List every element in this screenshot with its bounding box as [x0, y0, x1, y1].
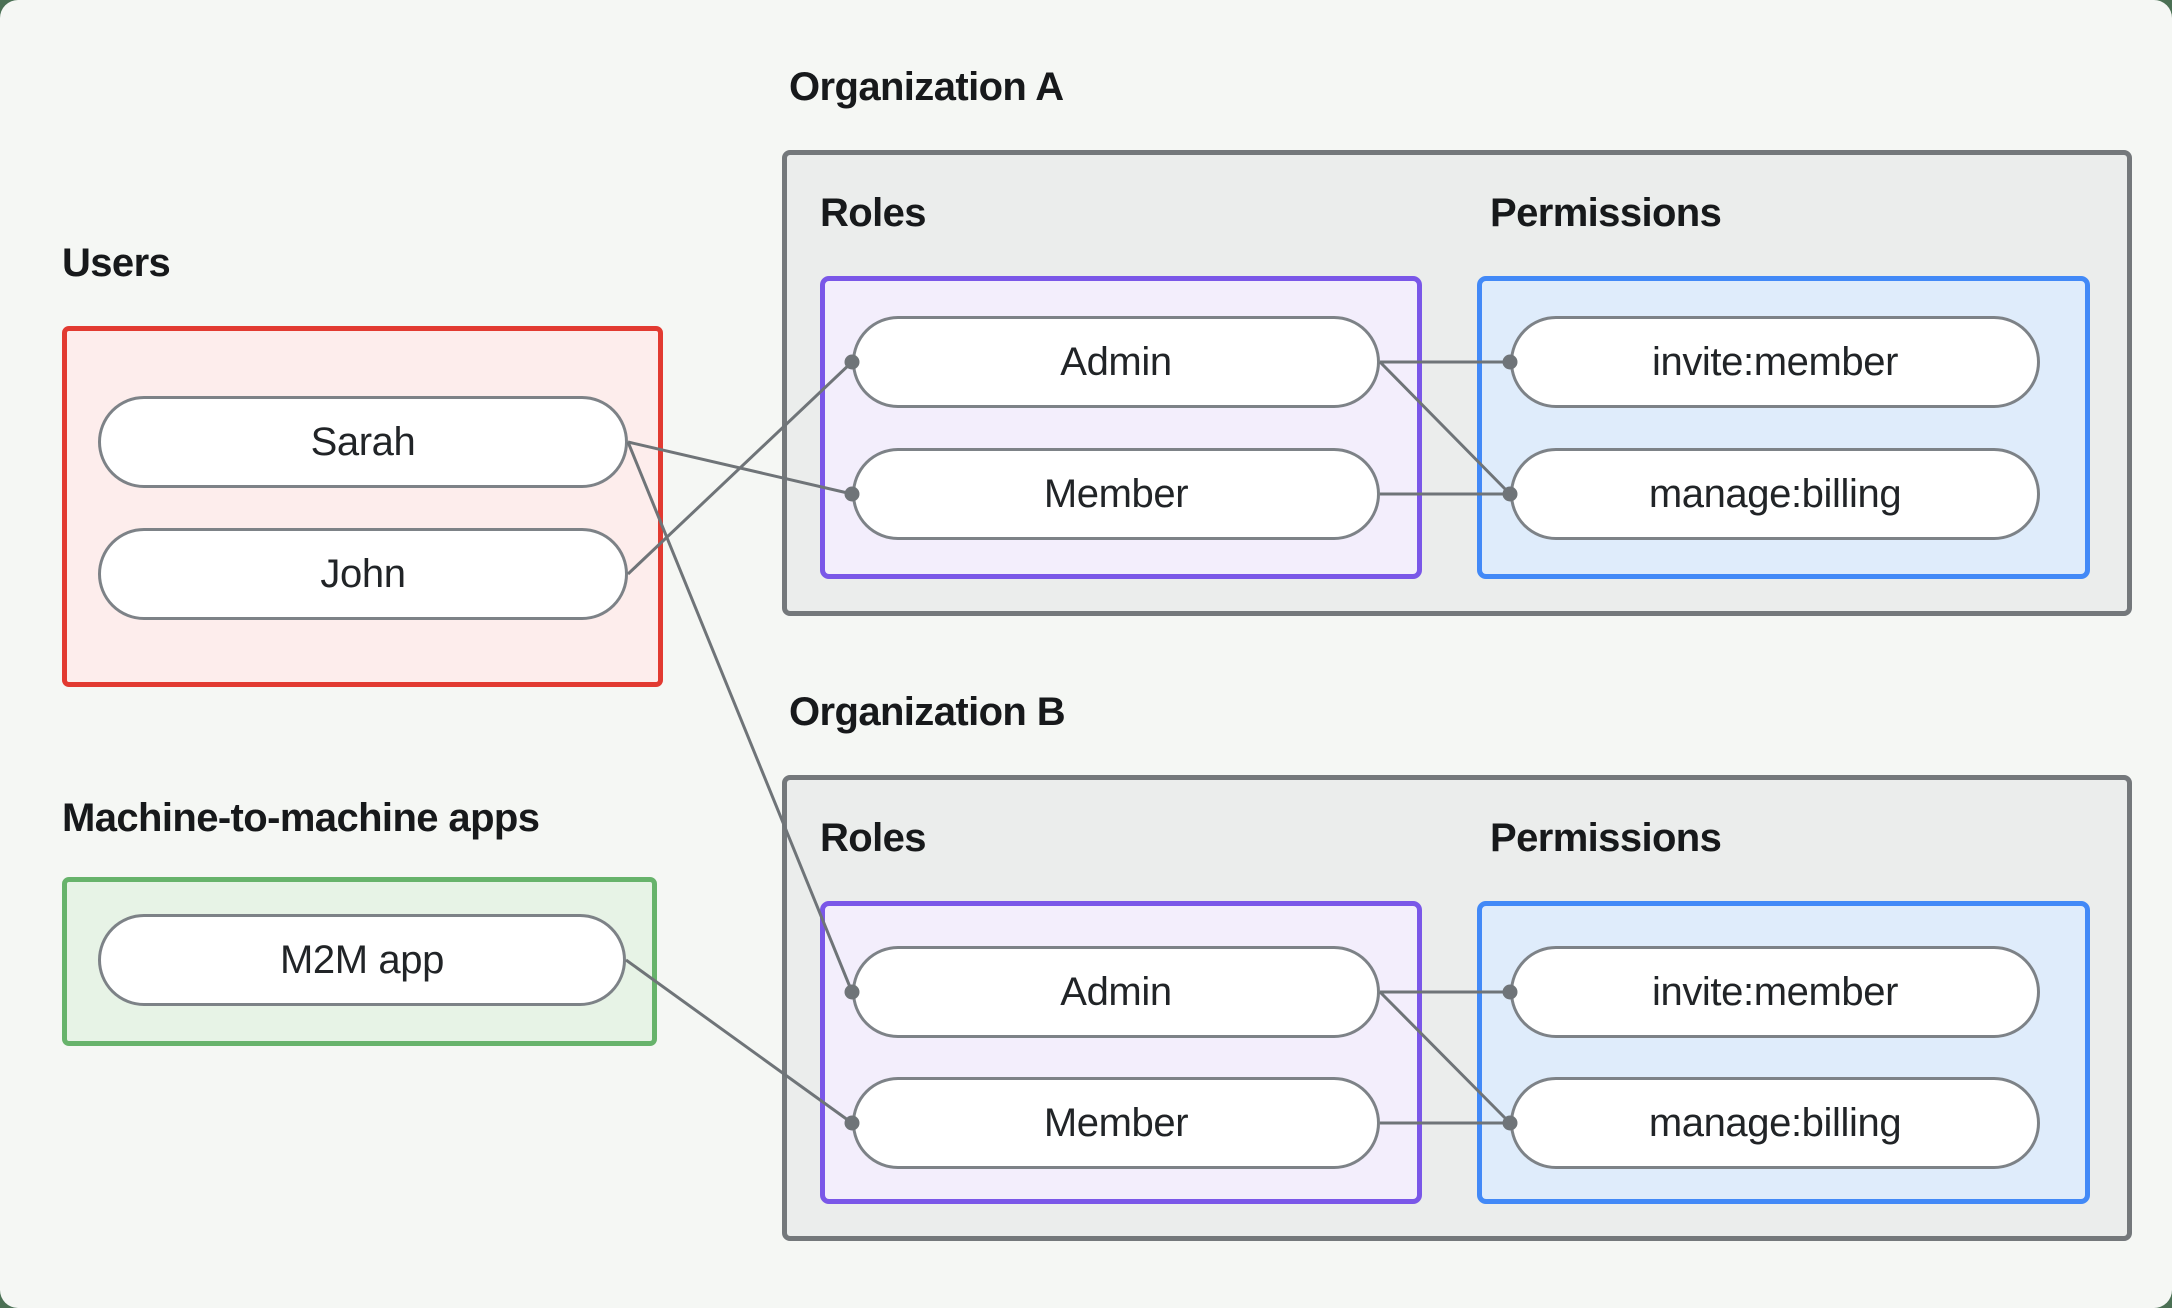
node-org-b-perm-manage-billing-label: manage:billing: [1648, 1100, 1902, 1145]
org-a-permissions-label: Permissions: [1490, 191, 1722, 235]
org-b-title: Organization B: [789, 690, 1066, 734]
node-org-b-perm-invite-member: invite:member: [1510, 946, 2040, 1038]
node-org-a-perm-manage-billing: manage:billing: [1510, 448, 2040, 540]
node-m2m-app-label: M2M app: [280, 937, 444, 982]
node-org-b-role-admin-label: Admin: [1060, 969, 1172, 1014]
node-org-a-role-member: Member: [852, 448, 1380, 540]
node-org-a-perm-invite-member: invite:member: [1510, 316, 2040, 408]
node-user-sarah-label: Sarah: [310, 419, 416, 464]
node-org-b-perm-invite-member-label: invite:member: [1652, 969, 1898, 1014]
org-a-title: Organization A: [789, 65, 1064, 109]
users-group-box: [62, 326, 663, 687]
node-org-a-perm-invite-member-label: invite:member: [1652, 339, 1898, 384]
users-group-label: Users: [62, 241, 171, 285]
node-org-a-role-member-label: Member: [1043, 471, 1189, 516]
m2m-group-label: Machine-to-machine apps: [62, 796, 540, 840]
org-a-roles-label: Roles: [820, 191, 927, 235]
node-org-a-role-admin: Admin: [852, 316, 1380, 408]
org-b-roles-label: Roles: [820, 816, 927, 860]
node-user-john-label: John: [320, 551, 406, 596]
node-org-b-role-member-label: Member: [1043, 1100, 1189, 1145]
node-m2m-app: M2M app: [98, 914, 626, 1006]
node-org-b-role-member: Member: [852, 1077, 1380, 1169]
node-org-b-perm-manage-billing: manage:billing: [1510, 1077, 2040, 1169]
node-user-sarah: Sarah: [98, 396, 628, 488]
node-user-john: John: [98, 528, 628, 620]
node-org-a-perm-manage-billing-label: manage:billing: [1648, 471, 1902, 516]
org-b-permissions-label: Permissions: [1490, 816, 1722, 860]
node-org-a-role-admin-label: Admin: [1060, 339, 1172, 384]
node-org-b-role-admin: Admin: [852, 946, 1380, 1038]
